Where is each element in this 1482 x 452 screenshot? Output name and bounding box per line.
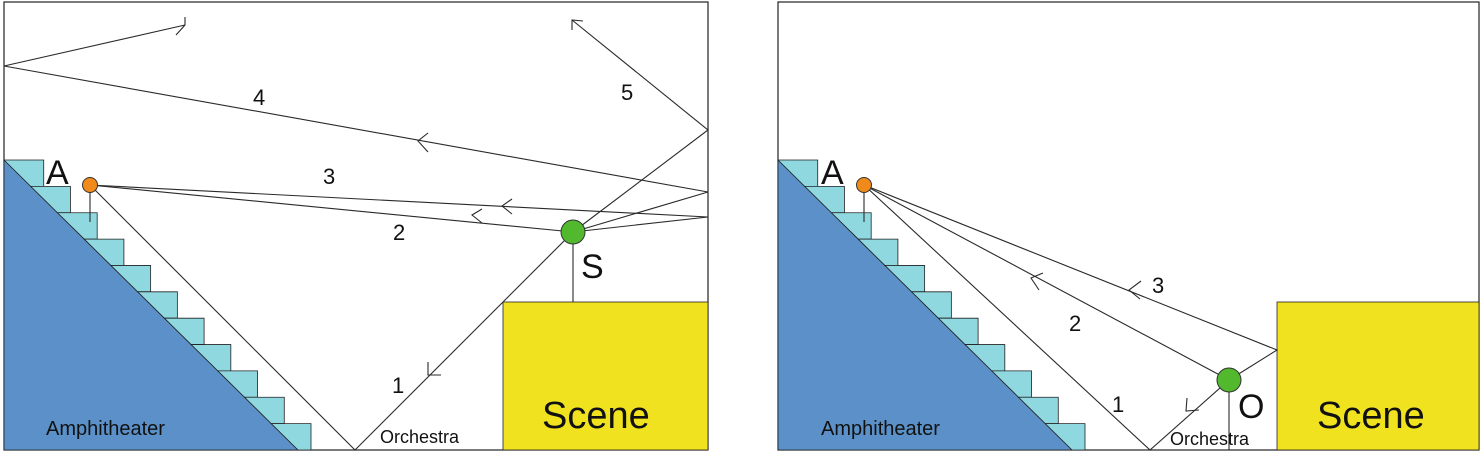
listener-marker — [856, 177, 872, 193]
arrow-path-5-end — [571, 19, 584, 30]
sound-path-2 — [89, 184, 709, 233]
path-label-5: 5 — [621, 80, 633, 105]
scene-label: Scene — [542, 395, 650, 437]
source-marker — [1216, 367, 1242, 393]
amphitheater-steps — [778, 159, 1086, 450]
amphitheater-label: Amphitheater — [46, 418, 165, 440]
source-label: O — [1238, 388, 1264, 426]
right-panel: A O Amphitheater Orchestra Scene 1 2 3 — [777, 1, 1480, 451]
arrow-path-3-mid — [1128, 280, 1142, 300]
path-label-3: 3 — [1152, 273, 1164, 298]
orchestra-label: Orchestra — [380, 427, 460, 447]
sound-path-1 — [863, 184, 1230, 451]
left-arrowheads — [175, 17, 584, 376]
left-panel: A S Amphitheater Orchestra Scene 1 2 3 4… — [3, 1, 709, 451]
sound-path-3 — [863, 184, 1279, 381]
scene-block — [502, 301, 709, 451]
right-arrowheads — [1030, 272, 1200, 412]
orchestra-label: Orchestra — [1170, 429, 1250, 449]
arrow-path-4-end — [175, 17, 186, 36]
listener-label: A — [821, 154, 844, 192]
sound-path-5 — [571, 19, 709, 233]
path-label-4: 4 — [253, 85, 265, 110]
listener-marker — [82, 177, 98, 193]
path-label-1: 1 — [1112, 392, 1124, 417]
amphitheater-label: Amphitheater — [821, 418, 940, 440]
sound-path-4 — [3, 24, 709, 233]
path-label-1: 1 — [392, 373, 404, 398]
scene-label: Scene — [1317, 395, 1425, 437]
amphitheater-step — [1044, 423, 1086, 450]
listener-label: A — [46, 154, 69, 192]
source-marker — [560, 219, 586, 245]
path-label-3: 3 — [323, 164, 335, 189]
arrow-path-1-mid — [427, 362, 441, 376]
path-label-2: 2 — [393, 220, 405, 245]
arrow-path-3-mid — [501, 198, 513, 215]
left-sound-paths — [3, 19, 709, 451]
arrow-path-1-mid — [1185, 397, 1200, 412]
arrow-path-2-mid — [1030, 272, 1044, 291]
arrow-path-4-mid — [417, 132, 429, 153]
sound-path-1 — [89, 184, 574, 451]
path-label-2: 2 — [1069, 311, 1081, 336]
arrow-path-2-mid — [471, 208, 483, 224]
sound-path-3 — [89, 184, 574, 233]
source-label: S — [581, 248, 604, 286]
amphitheater-step — [270, 423, 312, 450]
amphitheater-steps — [4, 159, 312, 450]
scene-block — [1276, 301, 1480, 451]
sound-path-2 — [863, 184, 1230, 381]
